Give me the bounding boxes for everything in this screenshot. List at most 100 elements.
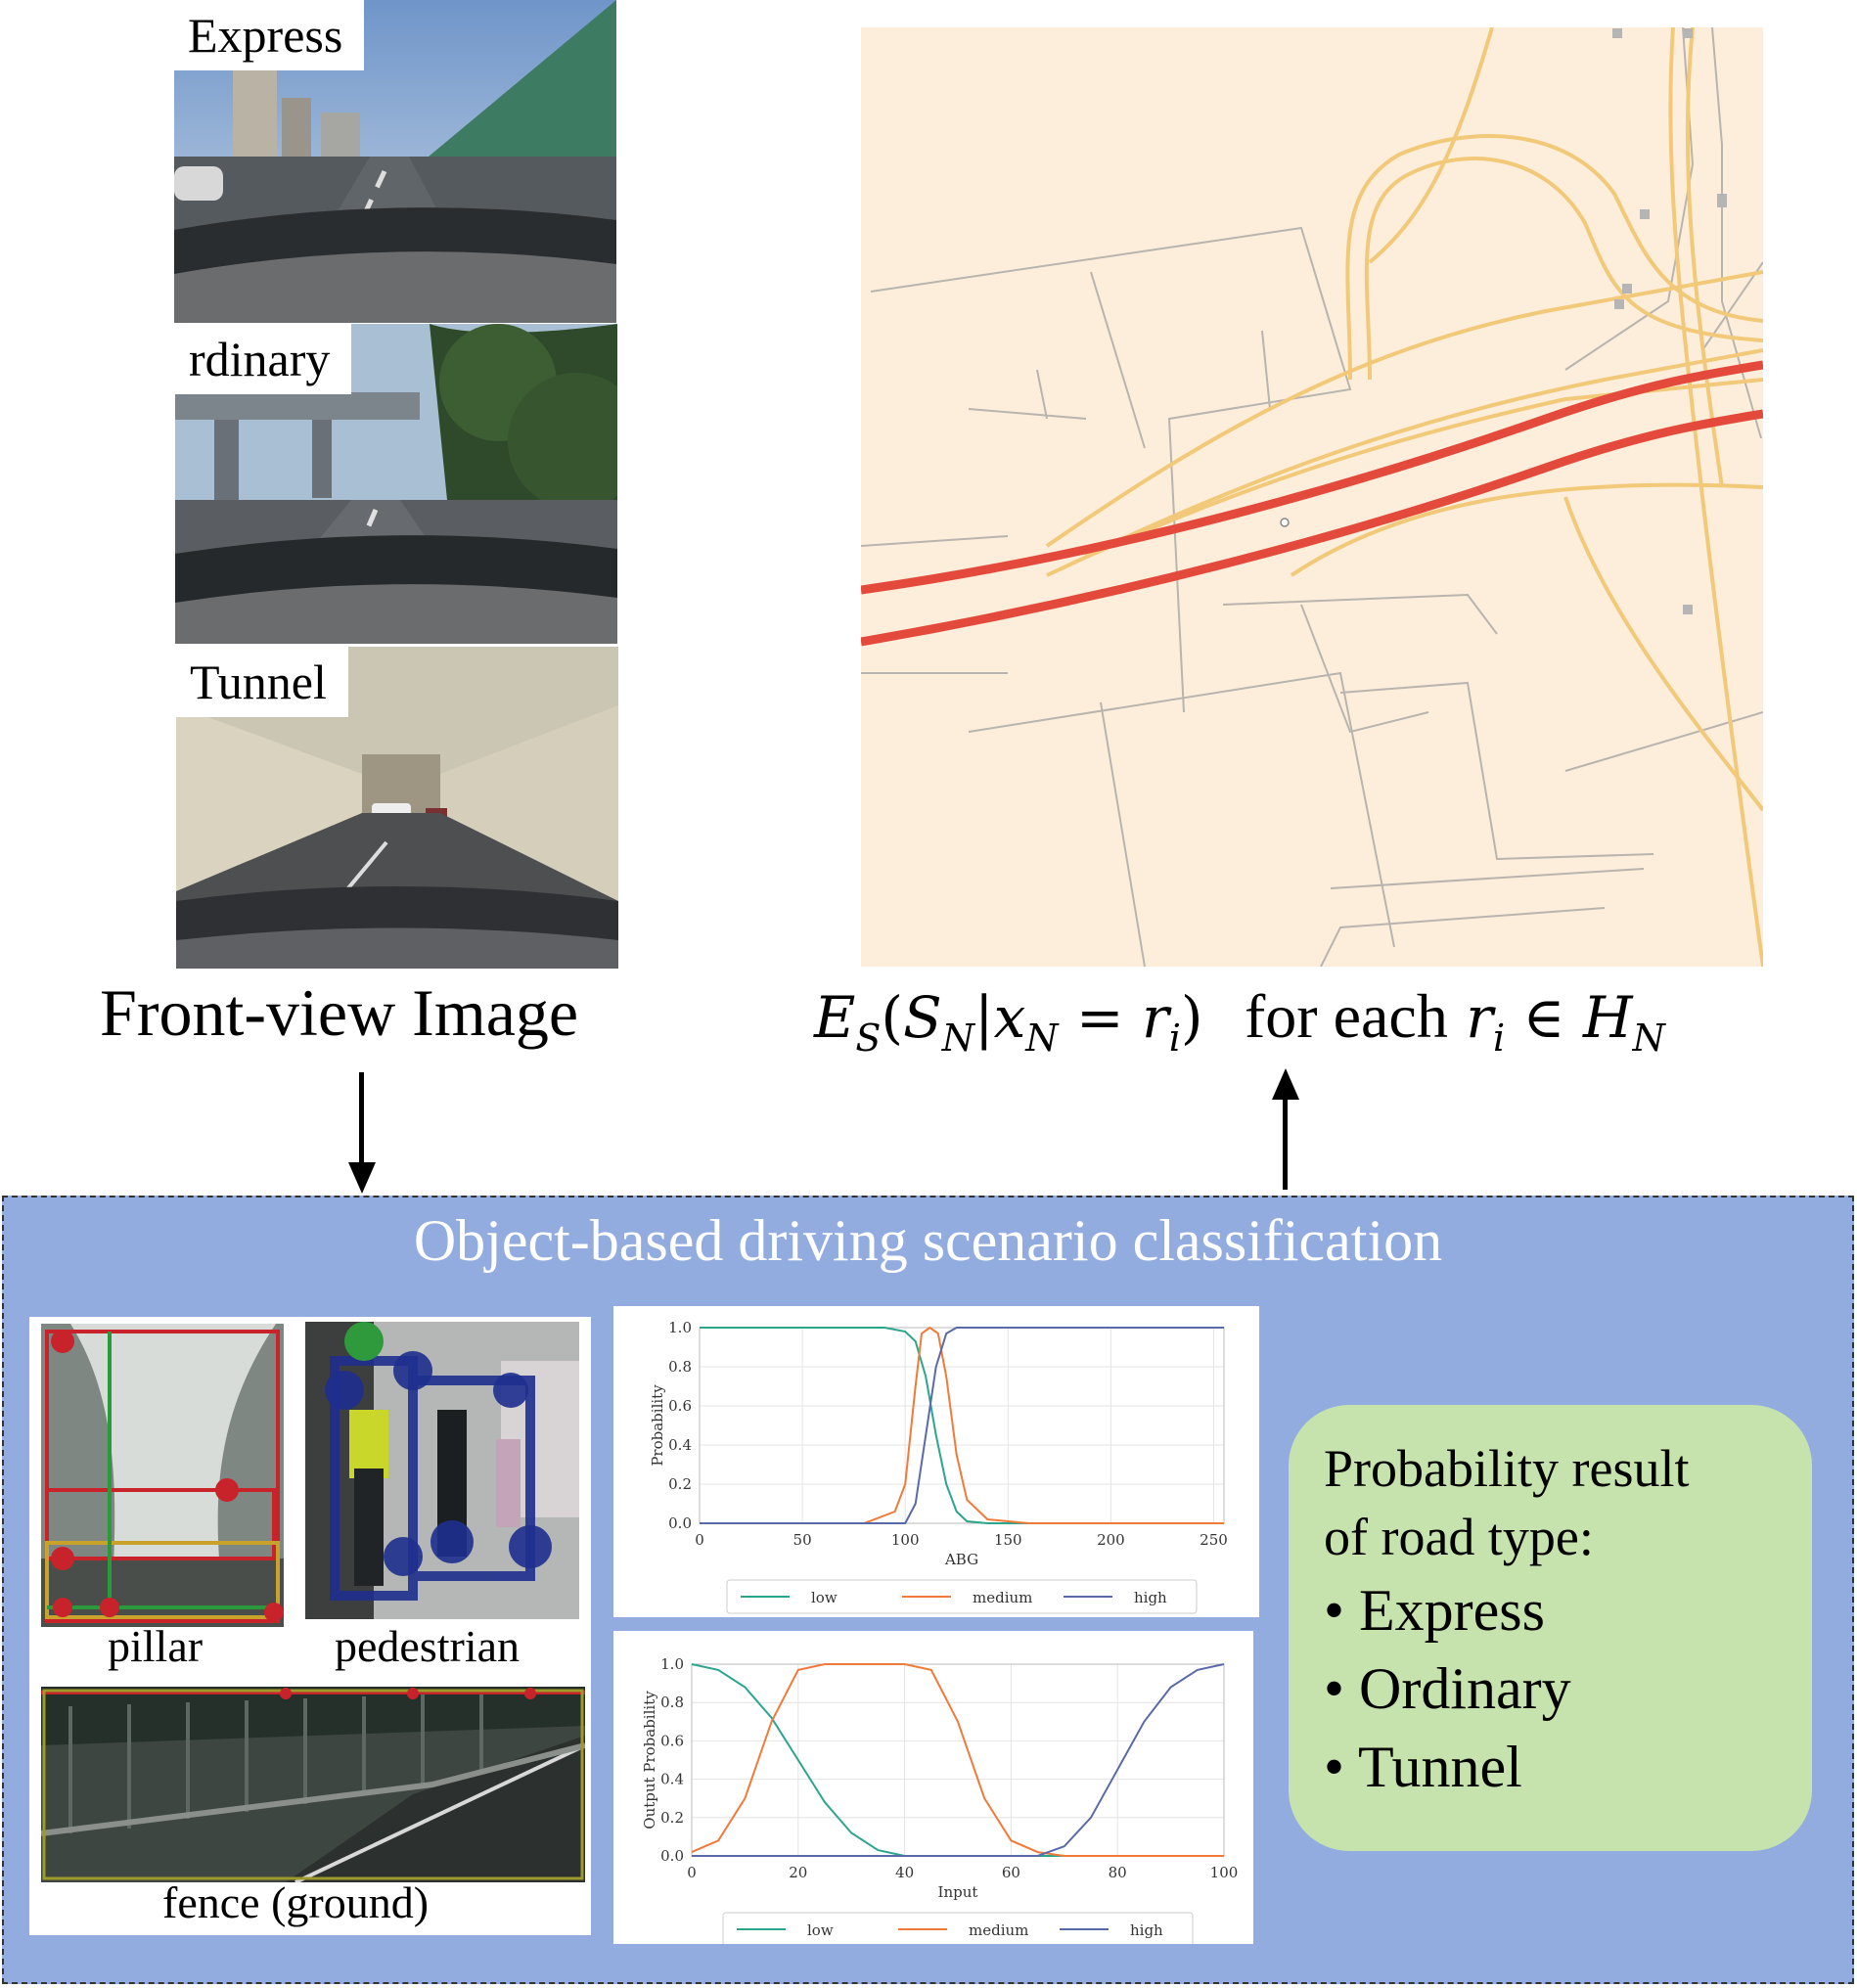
map-formula: ES(SN|xN = ri) for each ri ∈ HN xyxy=(814,980,1665,1060)
result-item-label: Express xyxy=(1359,1578,1545,1643)
legend-box xyxy=(722,1912,1194,1947)
y-tick-label: 0.6 xyxy=(668,1397,692,1415)
x-tick-label: 200 xyxy=(1097,1531,1125,1549)
pillar-image xyxy=(41,1324,284,1627)
x-tick-label: 80 xyxy=(1109,1864,1127,1881)
formula-i-sub: i xyxy=(1168,1017,1181,1060)
express-photo: Express xyxy=(174,0,616,323)
legend-label-high: high xyxy=(1130,1921,1163,1939)
pedestrian-image xyxy=(305,1322,579,1619)
pedestrian-label: pedestrian xyxy=(335,1621,521,1671)
series-line-medium xyxy=(691,1663,1224,1857)
x-tick-label: 50 xyxy=(793,1531,812,1549)
formula-for-each: for each xyxy=(1244,981,1448,1051)
y-tick-label: 0.2 xyxy=(660,1809,684,1827)
x-axis-label: ABG xyxy=(944,1551,978,1568)
bullet-icon: • xyxy=(1324,1656,1345,1721)
formula-element-of: ∈ xyxy=(1522,984,1565,1051)
x-tick-label: 100 xyxy=(1210,1864,1239,1881)
formula-n-sub: N xyxy=(941,1017,975,1060)
x-tick-label: 100 xyxy=(891,1531,920,1549)
x-tick-label: 60 xyxy=(1002,1864,1020,1881)
series-line-low xyxy=(700,1327,1224,1524)
fence-image xyxy=(41,1687,585,1882)
bullet-icon: • xyxy=(1324,1735,1345,1799)
formula-e: E xyxy=(814,984,856,1051)
result-item: • Tunnel xyxy=(1324,1728,1571,1806)
y-tick-label: 0.4 xyxy=(660,1771,684,1788)
legend-label-medium: medium xyxy=(969,1921,1028,1939)
y-tick-label: 0.4 xyxy=(668,1436,692,1454)
x-tick-label: 0 xyxy=(695,1531,704,1549)
x-tick-label: 250 xyxy=(1200,1531,1228,1549)
down-arrow-shaft xyxy=(359,1072,364,1170)
plot-frame xyxy=(691,1663,1225,1857)
tunnel-photo: Tunnel xyxy=(176,647,618,969)
formula-bar: | xyxy=(974,984,994,1051)
y-tick-label: 0.6 xyxy=(660,1732,684,1749)
formula-open-paren: ( xyxy=(881,984,904,1051)
formula-s: S xyxy=(903,984,942,1051)
y-tick-label: 0.0 xyxy=(668,1514,692,1532)
road-map xyxy=(861,27,1763,967)
fence-label: fence (ground) xyxy=(162,1877,430,1927)
legend-label-low: low xyxy=(811,1589,838,1606)
panel-title: Object-based driving scenario classifica… xyxy=(413,1208,1443,1273)
result-title-line-2: of road type: xyxy=(1324,1508,1594,1566)
y-tick-label: 1.0 xyxy=(660,1655,684,1673)
y-tick-label: 0.8 xyxy=(668,1358,692,1376)
legend-label-low: low xyxy=(807,1921,834,1939)
result-box: Probability result of road type: • Expre… xyxy=(1289,1405,1812,1851)
tunnel-tag: Tunnel xyxy=(176,647,348,717)
x-tick-label: 150 xyxy=(994,1531,1022,1549)
up-arrow-shaft xyxy=(1283,1096,1288,1190)
y-axis-label: Output Probability xyxy=(641,1691,658,1830)
result-title: Probability result of road type: xyxy=(1324,1434,1793,1571)
series-line-high xyxy=(692,1663,1225,1857)
down-arrow-icon xyxy=(348,1162,376,1194)
ordinary-photo: rdinary xyxy=(175,324,617,644)
series-line-high xyxy=(700,1327,1224,1524)
y-tick-label: 0.2 xyxy=(668,1475,692,1493)
y-tick-label: 0.8 xyxy=(660,1694,684,1711)
legend-label-high: high xyxy=(1134,1589,1167,1606)
formula-i-sub: i xyxy=(1493,1017,1506,1060)
formula-r: r xyxy=(1142,984,1169,1051)
result-item-label: Tunnel xyxy=(1357,1735,1522,1799)
y-tick-label: 0.0 xyxy=(660,1847,684,1865)
plot-frame xyxy=(699,1327,1225,1524)
front-view-caption: Front-view Image xyxy=(100,975,579,1050)
x-tick-label: 20 xyxy=(789,1864,807,1881)
x-tick-label: 40 xyxy=(895,1864,914,1881)
ordinary-tag: rdinary xyxy=(175,324,352,394)
series-line-medium xyxy=(700,1326,1224,1524)
formula-s-sub: S xyxy=(855,1017,882,1060)
bullet-icon: • xyxy=(1324,1578,1345,1643)
formula-n-sub: N xyxy=(1632,1017,1665,1060)
formula-h: H xyxy=(1582,984,1633,1051)
x-axis-label: Input xyxy=(938,1883,978,1901)
y-axis-label: Probability xyxy=(649,1384,666,1467)
result-item-label: Ordinary xyxy=(1359,1656,1571,1721)
pillar-label: pillar xyxy=(108,1621,204,1671)
y-tick-label: 1.0 xyxy=(668,1319,692,1336)
result-item: • Express xyxy=(1324,1571,1571,1649)
legend-label-medium: medium xyxy=(973,1589,1032,1606)
formula-close-paren: ) xyxy=(1180,984,1203,1051)
formula-x: x xyxy=(993,984,1026,1051)
series-line-low xyxy=(691,1663,1224,1857)
express-tag: Express xyxy=(174,0,365,70)
result-item: • Ordinary xyxy=(1324,1649,1571,1728)
formula-equals: = xyxy=(1075,984,1124,1051)
result-list: • Express • Ordinary • Tunnel xyxy=(1324,1571,1571,1806)
up-arrow-icon xyxy=(1272,1068,1299,1100)
result-title-line-1: Probability result xyxy=(1324,1439,1690,1498)
formula-r: r xyxy=(1466,984,1493,1051)
formula-n-sub: N xyxy=(1025,1017,1059,1060)
object-examples: pillar pedestrian xyxy=(29,1317,591,1935)
x-tick-label: 0 xyxy=(687,1864,697,1881)
